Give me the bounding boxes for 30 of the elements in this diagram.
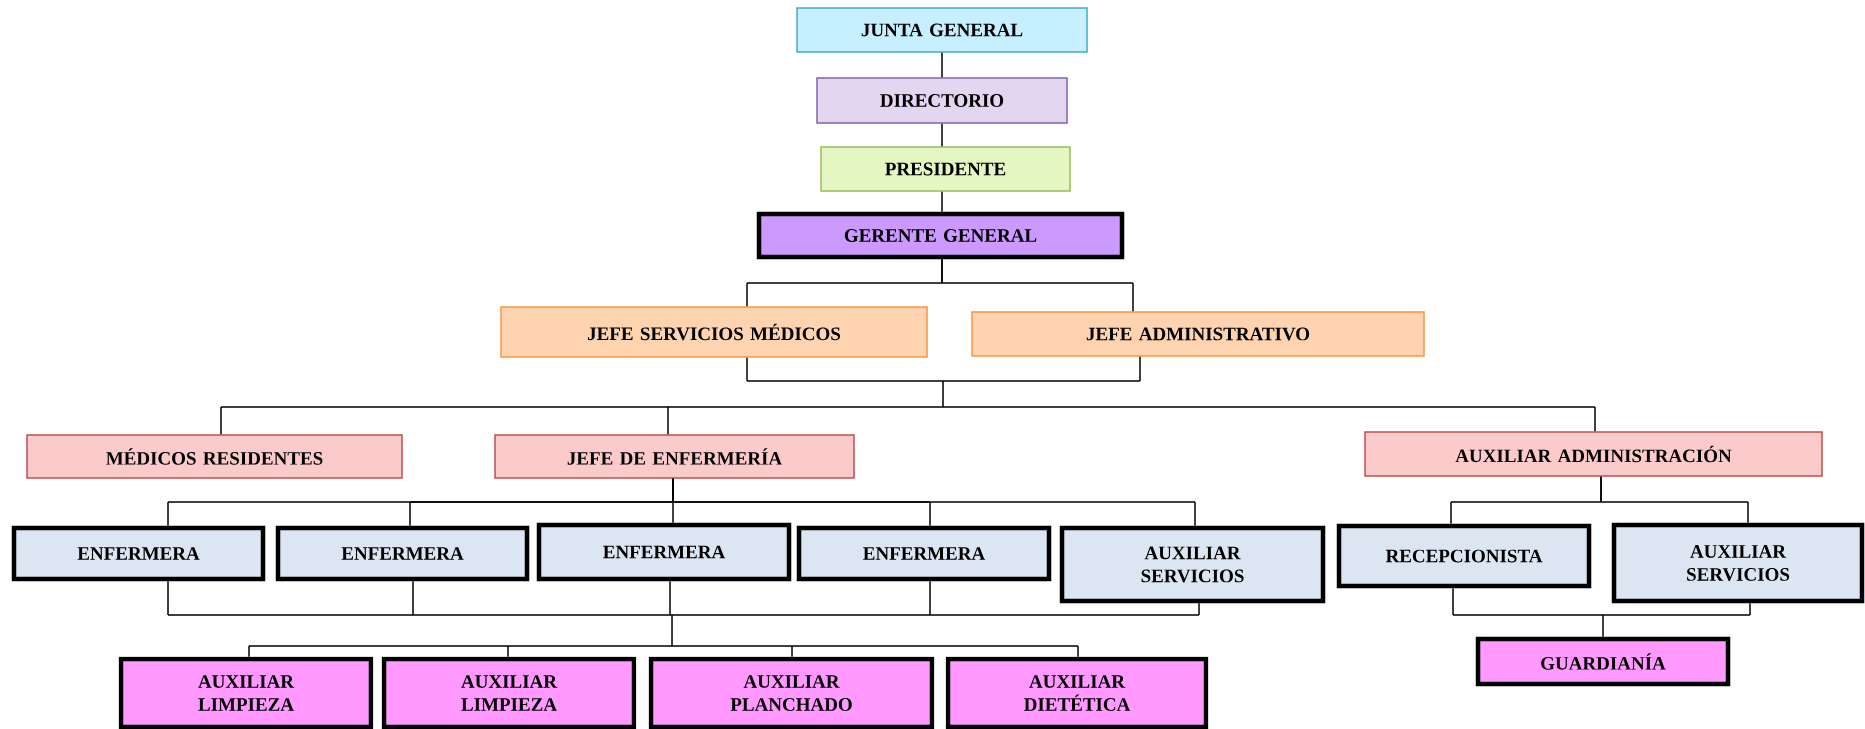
connector-line [672,478,1196,527]
role-box: ENFERMERA [11,525,266,582]
role-box: ENFERMERA [275,525,530,582]
role-box: GERENTE GENERAL [756,211,1125,260]
connector-line [1600,476,1749,524]
role-box: ENFERMERA [796,525,1052,582]
role-box: AUXILIAR LIMPIEZA [381,656,637,729]
connector-line [220,356,1596,435]
role-box: AUXILIAR LIMPIEZA [118,656,374,729]
position-box: DIRECTORIO [816,77,1068,124]
role-box: ENFERMERA [536,522,792,582]
role-box: AUXILIAR SERVICIOS [1059,525,1326,604]
connector-line [941,258,1134,312]
connector-line [941,191,943,213]
role-box: GUARDIANÍA [1475,636,1731,687]
position-box: JEFE DE ENFERMERÍA [494,434,855,479]
position-box: JEFE SERVICIOS MÉDICOS [500,306,928,358]
role-box: RECEPCIONISTA [1336,523,1592,589]
connector-line [941,52,943,78]
role-box: AUXILIAR SERVICIOS [1611,522,1865,604]
connector-line [1452,587,1751,638]
role-box: AUXILIAR PLANCHADO [648,656,935,729]
connector-line [167,580,1200,658]
position-box: MÉDICOS RESIDENTES [26,434,403,479]
connector-line [941,123,943,147]
role-box: AUXILIAR DIETÉTICA [945,656,1209,729]
position-box: JUNTA GENERAL [796,7,1088,53]
position-box: JEFE ADMINISTRATIVO [971,311,1425,357]
position-box: AUXILIAR ADMINISTRACIÓN [1364,431,1823,477]
position-box: PRESIDENTE [820,146,1071,192]
